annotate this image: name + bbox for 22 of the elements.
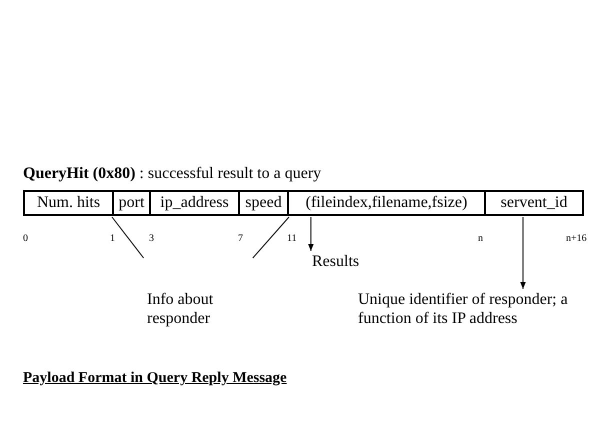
byte-offset: 3 bbox=[149, 233, 154, 244]
byte-offset: n+16 bbox=[566, 233, 587, 244]
annotation-text: Unique identifier of responder; a function of its IP address bbox=[358, 290, 588, 328]
annotation-text: Info about responder bbox=[140, 258, 260, 328]
byte-offset: 1 bbox=[110, 233, 115, 244]
field-cell: Num. hits bbox=[23, 190, 114, 216]
arrow bbox=[308, 216, 314, 252]
arrow bbox=[520, 216, 526, 290]
byte-offset: 7 bbox=[238, 233, 243, 244]
field-cell: speed bbox=[238, 190, 289, 216]
byte-offset: 0 bbox=[23, 233, 28, 244]
leader-line bbox=[112, 216, 144, 258]
heading: QueryHit (0x80) : successful result to a query bbox=[23, 165, 322, 183]
caption: Payload Format in Query Reply Message bbox=[23, 370, 287, 387]
byte-offset: n bbox=[478, 233, 483, 244]
annotation-text: Results bbox=[312, 252, 360, 271]
field-cell: port bbox=[112, 190, 151, 216]
leader-line bbox=[252, 216, 290, 258]
field-cell: ip_address bbox=[149, 190, 240, 216]
field-cell: servent_id bbox=[484, 190, 584, 216]
field-cell: (fileindex,filename,fsize) bbox=[287, 190, 486, 216]
byte-offset: 11 bbox=[287, 233, 297, 244]
